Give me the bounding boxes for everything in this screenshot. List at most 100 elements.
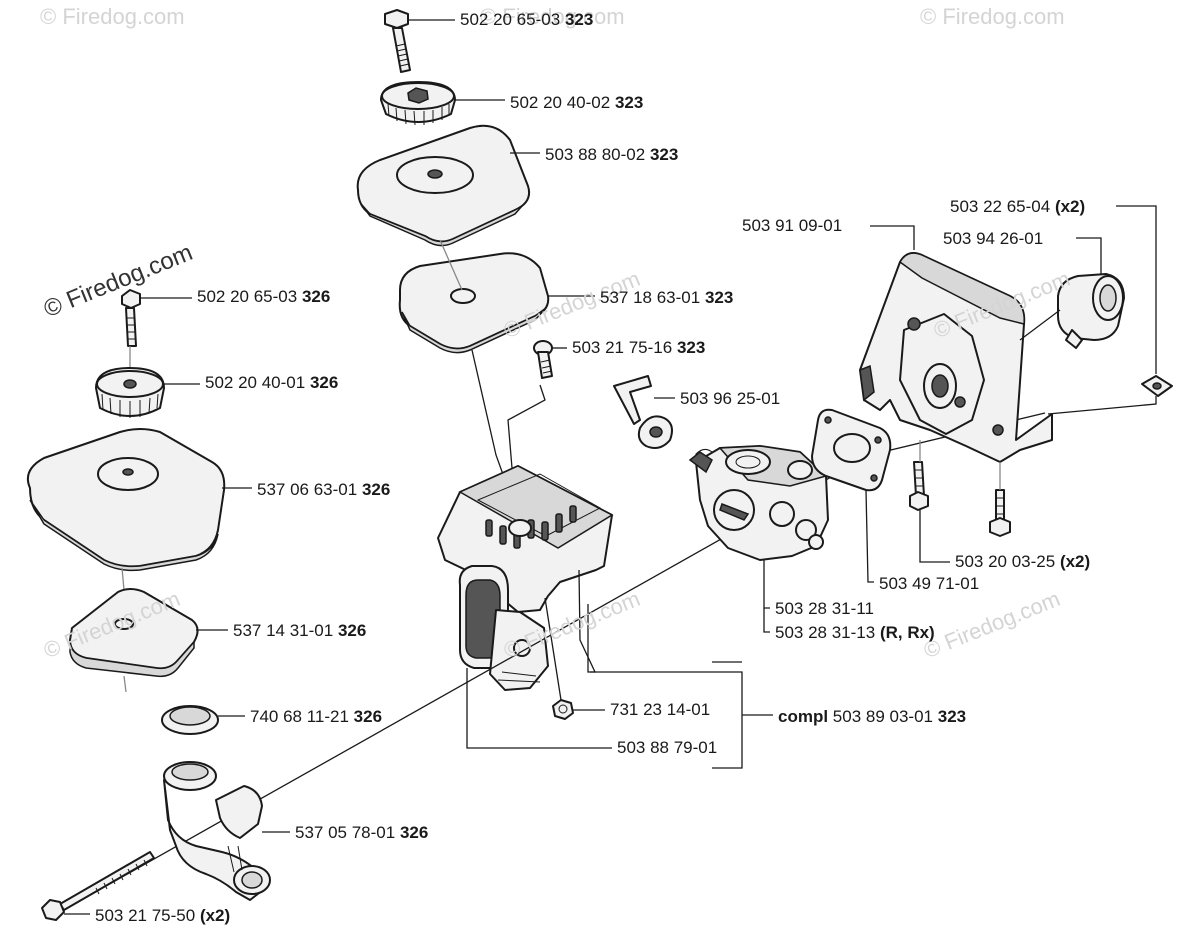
axis-sleeve [1019, 309, 1061, 341]
part-note: 326 [309, 373, 339, 392]
leader-bolts-right [919, 510, 950, 563]
part-note: 326 [353, 707, 383, 726]
bracket-compl [587, 604, 743, 769]
callout-compl: compl 503 89 03-01 323 [778, 707, 966, 727]
part-number: 537 06 63-01 [257, 480, 358, 499]
watermark: © Firedog.com [920, 4, 1065, 30]
nut-part [552, 699, 574, 720]
leader-gasket [865, 489, 874, 583]
watermark: © Firedog.com [480, 4, 625, 30]
leader-bracket [870, 225, 915, 250]
callout-throttle-link: 503 96 25-01 [680, 389, 780, 409]
axis-nut [544, 597, 562, 701]
part-note: (R, Rx) [879, 623, 935, 642]
part-number: 503 91 09-01 [742, 216, 843, 235]
sleeve-part [1057, 273, 1125, 349]
bracket-part [859, 252, 1053, 463]
part-note: 326 [399, 823, 429, 842]
part-number: 503 21 75-16 [572, 338, 673, 357]
callout-ring-left: 740 68 11-21 326 [250, 707, 382, 727]
watermark-text: Firedog.com [62, 4, 185, 29]
throttle-link-part [613, 375, 673, 449]
part-number: 503 94 26-01 [943, 229, 1044, 248]
bolts-right-part [909, 461, 1011, 537]
callout-carb-1: 503 28 31-11 [775, 599, 874, 619]
knob-left-part [95, 367, 165, 418]
watermark-copyright: © [920, 4, 937, 29]
leader-housing [466, 668, 612, 749]
callout-elbow-left: 537 05 78-01 326 [295, 823, 428, 843]
part-number: 502 20 40-02 [510, 93, 611, 112]
part-number: 502 20 65-03 [460, 10, 561, 29]
axis-housing-right [507, 384, 546, 469]
axis-filter-top [439, 239, 463, 291]
callout-cover-top: 503 88 80-02 323 [545, 145, 678, 165]
knob-top-part [380, 81, 456, 126]
callout-gasket: 503 49 71-01 [879, 574, 979, 594]
elbow-left-part [163, 761, 271, 901]
part-prefix: compl [778, 707, 829, 726]
part-note: 326 [301, 287, 331, 306]
part-number: 503 88 79-01 [617, 738, 718, 757]
bolt-left-part [121, 289, 141, 347]
callout-washer: 503 22 65-04 (x2) [950, 197, 1085, 217]
callout-cover-left: 537 06 63-01 326 [257, 480, 390, 500]
part-note: 323 [704, 288, 734, 307]
gasket-part [811, 408, 892, 492]
filter-left-part [69, 588, 199, 678]
part-number: 502 20 40-01 [205, 373, 306, 392]
part-number: 503 96 25-01 [680, 389, 781, 408]
callout-knob-left: 502 20 40-01 326 [205, 373, 338, 393]
callout-filter-top: 537 18 63-01 323 [600, 288, 733, 308]
cover-top-part [356, 124, 531, 247]
leader-sleeve [1076, 237, 1102, 274]
part-note: (x2) [199, 906, 231, 925]
part-note: 326 [337, 621, 367, 640]
part-note: 323 [614, 93, 644, 112]
part-number: 503 89 03-01 [832, 707, 933, 726]
washer-part [1141, 375, 1173, 397]
callout-filter-left: 537 14 31-01 326 [233, 621, 366, 641]
part-number: 537 18 63-01 [600, 288, 701, 307]
axis-housing-left [471, 349, 506, 481]
watermark-copyright: © [480, 4, 497, 29]
watermark-text: Firedog.com [502, 4, 625, 29]
part-number: 503 28 31-13 [775, 623, 876, 642]
bolt-top-part [384, 9, 411, 73]
filter-top-part [398, 252, 550, 354]
part-note: 323 [676, 338, 706, 357]
part-note: (x2) [1059, 552, 1091, 571]
carburetor-part [688, 445, 829, 561]
part-number: 503 28 31-11 [775, 599, 874, 618]
callout-bolt-left: 502 20 65-03 326 [197, 287, 330, 307]
callout-knob-top: 502 20 40-02 323 [510, 93, 643, 113]
axis-washer [1047, 396, 1157, 415]
part-number: 731 23 14-01 [610, 700, 711, 719]
part-note: 323 [937, 707, 967, 726]
leader-carb-1 [763, 560, 770, 609]
callout-screw-top: 503 21 75-16 323 [572, 338, 705, 358]
screw-top-part [533, 340, 553, 379]
ring-left-part [161, 705, 219, 735]
part-note: (x2) [1054, 197, 1086, 216]
part-number: 503 49 71-01 [879, 574, 980, 593]
axis-filter-left [123, 675, 127, 693]
cover-left-part [26, 428, 226, 572]
part-number: 502 20 65-03 [197, 287, 298, 306]
part-number: 740 68 11-21 [250, 707, 349, 726]
callout-bolt-top: 502 20 65-03 323 [460, 10, 593, 30]
leader-carb-2 [763, 608, 770, 633]
part-note: 326 [361, 480, 391, 499]
watermark-copyright: © [40, 4, 57, 29]
part-number: 537 05 78-01 [295, 823, 396, 842]
callout-long-bolt: 503 21 75-50 (x2) [95, 906, 230, 926]
callout-bracket: 503 91 09-01 [742, 216, 842, 236]
part-number: 503 20 03-25 [955, 552, 1056, 571]
part-number: 503 21 75-50 [95, 906, 196, 925]
part-number: 503 22 65-04 [950, 197, 1051, 216]
leader-washer [1116, 205, 1157, 374]
part-note: 323 [564, 10, 594, 29]
callout-nut: 731 23 14-01 [610, 700, 710, 720]
